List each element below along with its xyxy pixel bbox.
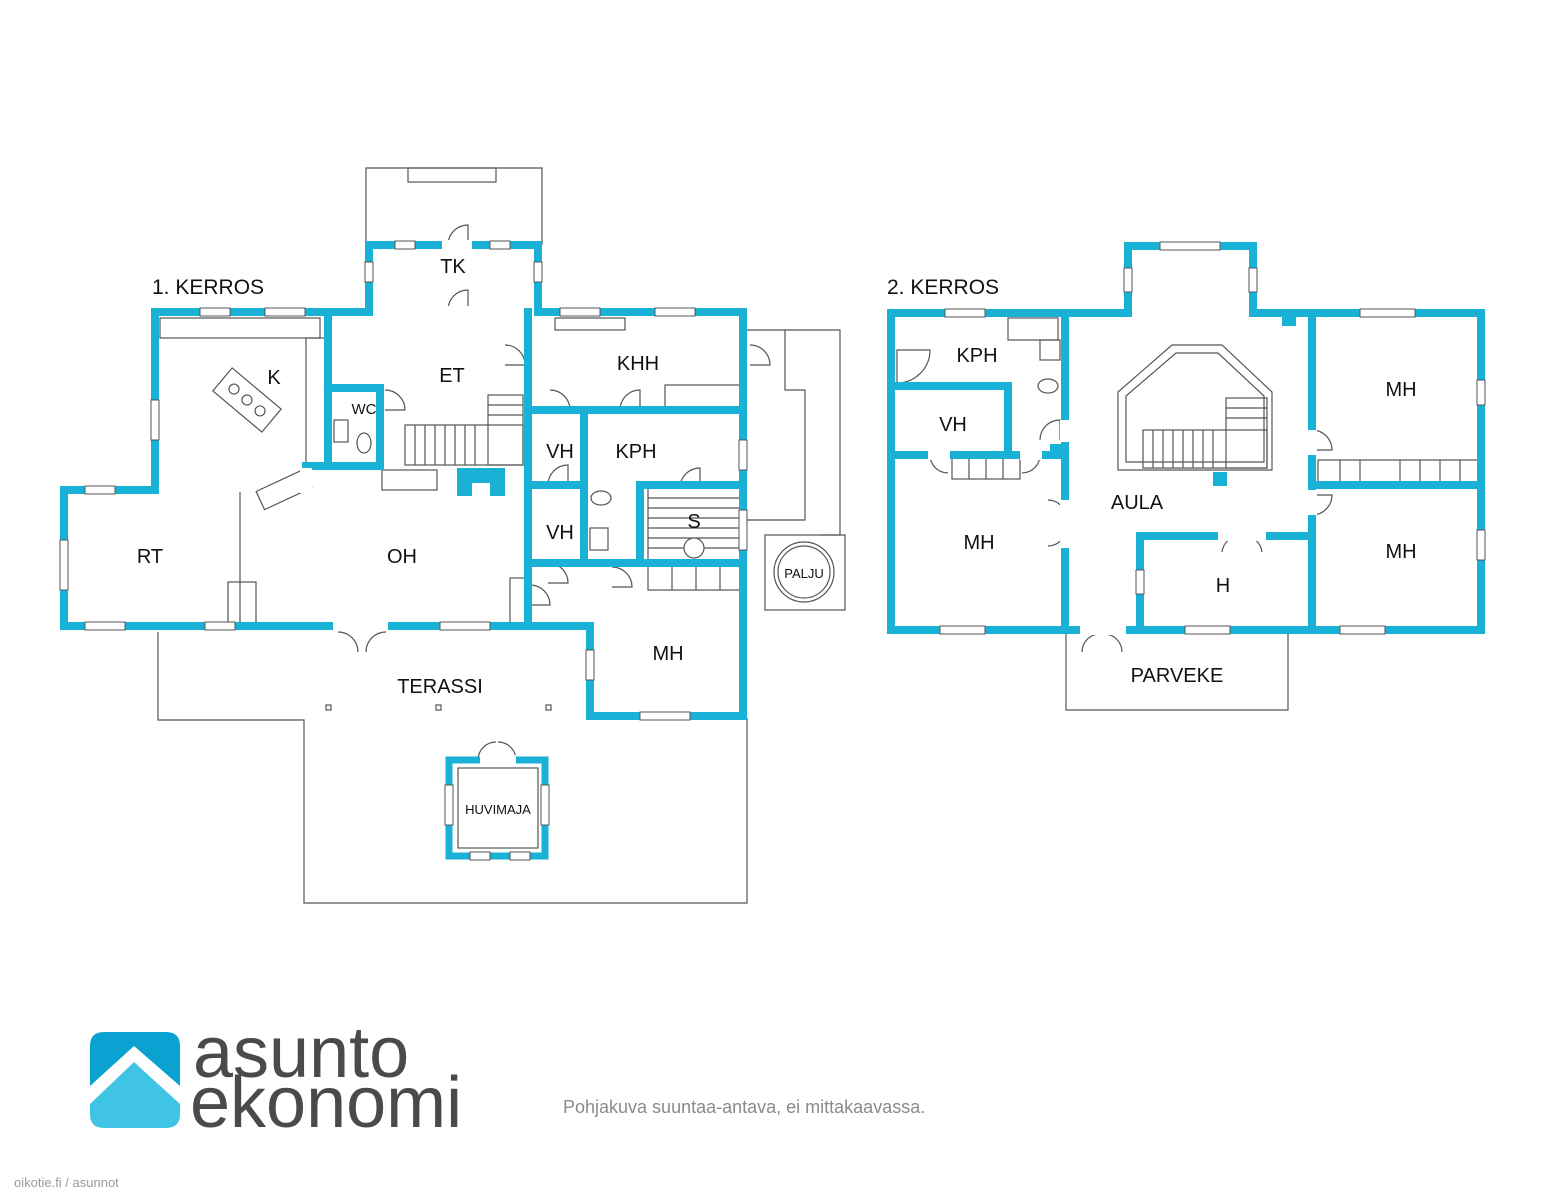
room-label-k: K	[267, 367, 281, 389]
room-label-oh: OH	[387, 546, 417, 568]
windows-floor-1	[59, 240, 748, 861]
room-label-huvimaja: HUVIMAJA	[465, 802, 531, 817]
door-swing-et	[504, 344, 526, 366]
stairs-et	[404, 394, 524, 466]
kitchen-counter-right	[305, 337, 327, 465]
room-label-palju: PALJU	[784, 566, 824, 581]
floor-2-title: 2. KERROS	[887, 276, 999, 299]
terrace-posts	[325, 704, 552, 711]
kitchen-counter-top	[159, 317, 321, 339]
toilet-kph2	[1037, 378, 1059, 394]
room-label-vh2: VH	[546, 522, 574, 544]
aula-stair-void	[1117, 344, 1273, 471]
chimney-2c	[1282, 314, 1296, 326]
mh-wardrobe	[647, 565, 741, 591]
walls-floor-2	[887, 242, 1485, 634]
room-label-mh-top-right: MH	[1385, 379, 1416, 401]
house-roof-icon	[90, 1032, 180, 1128]
door-swing-terrace	[337, 631, 387, 653]
toilet-wc	[356, 432, 372, 454]
aula-stair-void-inner	[1125, 352, 1265, 463]
shower-kph2	[896, 349, 931, 384]
terrace-outline	[157, 632, 748, 904]
room-label-parveke: PARVEKE	[1131, 665, 1224, 687]
room-label-h: H	[1216, 575, 1230, 597]
step-rt	[227, 581, 257, 627]
sink-wc	[333, 419, 349, 443]
room-label-rt: RT	[137, 546, 163, 568]
kitchen-island	[211, 367, 283, 433]
room-label-mh: MH	[652, 643, 683, 665]
logo-word-ekonomi: ekonomi	[190, 1063, 462, 1143]
palju-tub	[773, 541, 835, 603]
chimney-2b	[1213, 472, 1227, 486]
room-label-s: S	[687, 511, 700, 533]
floor-1-title: 1. KERROS	[152, 276, 264, 299]
source-credit: oikotie.fi / asunnot	[14, 1175, 119, 1190]
windows-floor-2	[939, 241, 1486, 635]
door-gaps-floor-2	[928, 420, 1317, 635]
logo: asunto ekonomi	[90, 1013, 462, 1143]
floor-1: 1. KERROS TK K ET KHH WC VH KPH VH S RT …	[59, 167, 846, 904]
floor-2: 2. KERROS KPH VH MH AULA H MH MH PARVEKE	[887, 241, 1486, 711]
fireplace	[457, 468, 505, 496]
room-label-mh-bottom-right: MH	[1385, 541, 1416, 563]
logo-word-asunto: asunto	[193, 1013, 409, 1093]
chimney-2a	[1050, 444, 1062, 456]
palju-tub-inner	[777, 545, 831, 599]
door-swing-wc	[384, 389, 406, 411]
porch-bench	[407, 167, 497, 183]
room-label-kph-2: KPH	[956, 345, 997, 367]
door-gaps-floor-1	[188, 240, 516, 765]
walls-floor-1	[60, 241, 747, 720]
door-swing-mh	[529, 584, 551, 606]
room-label-et: ET	[439, 365, 465, 387]
room-label-vh-2: VH	[939, 414, 967, 436]
sink-kph2	[1039, 339, 1061, 361]
room-label-vh1: VH	[546, 441, 574, 463]
kph2-counter	[1007, 317, 1059, 341]
khh-shelf	[554, 317, 626, 331]
parveke-outline	[1065, 632, 1289, 711]
huvimaja-inner	[457, 767, 539, 849]
door-swing-kph2	[1039, 419, 1061, 441]
room-label-kph: KPH	[615, 441, 656, 463]
toilet-kph	[590, 490, 612, 506]
room-label-aula: AULA	[1111, 492, 1164, 514]
step-vh	[509, 577, 527, 625]
fireplace-opening	[472, 483, 490, 496]
room-label-terassi: TERASSI	[397, 676, 483, 698]
sink-vh	[589, 527, 609, 551]
room-label-tk: TK	[440, 256, 466, 278]
palju-ramp-outline	[747, 330, 806, 521]
room-label-mh-left: MH	[963, 532, 994, 554]
wardrobe-mh-right	[1317, 459, 1479, 483]
khh-counter	[664, 384, 741, 408]
palju-deck-outline	[747, 329, 841, 536]
thin-outlines-2	[896, 317, 1479, 711]
bench-oh	[381, 469, 438, 491]
room-label-wc: WC	[352, 401, 377, 418]
room-label-khh: KHH	[617, 353, 659, 375]
palju-deck	[764, 534, 846, 611]
disclaimer-text: Pohjakuva suuntaa-antava, ei mittakaavas…	[563, 1097, 926, 1117]
door-swing-parveke	[1081, 633, 1123, 653]
aula-stairs	[1142, 397, 1268, 469]
door-swing-mh2	[611, 566, 633, 588]
door-swing-khh-out	[749, 344, 771, 366]
porch-outline	[365, 167, 543, 245]
